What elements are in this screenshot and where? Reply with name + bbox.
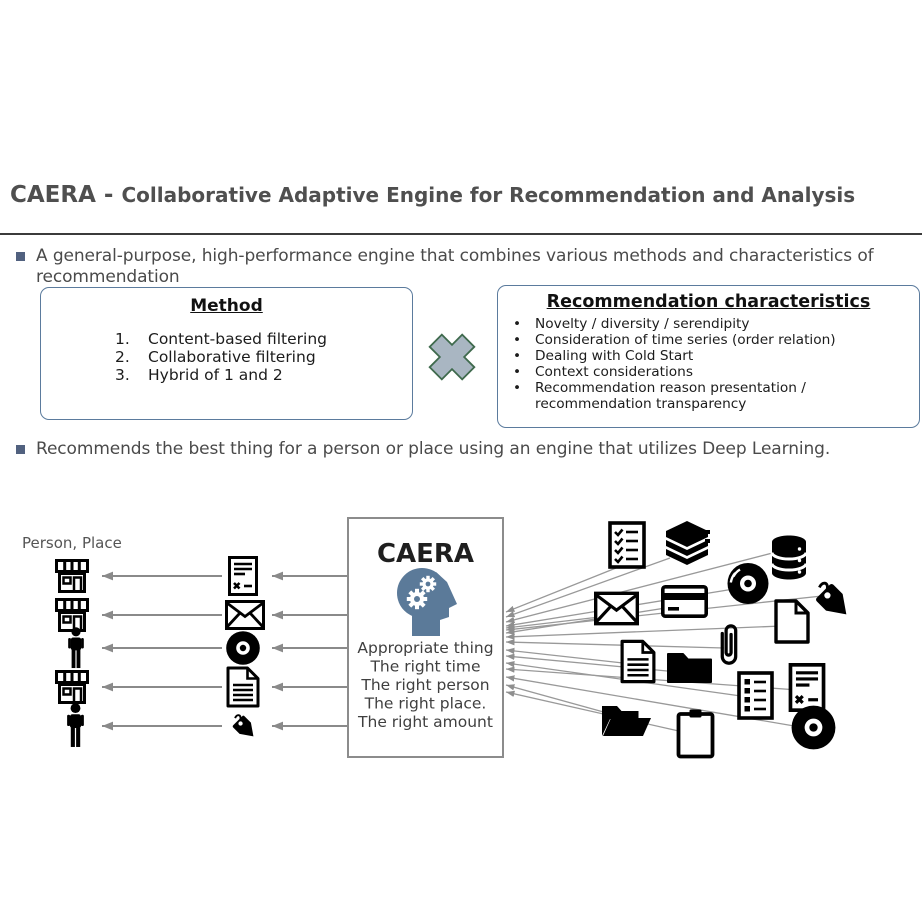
person-place-label: Person, Place (22, 534, 122, 552)
item-number: 1. (115, 330, 130, 348)
characteristics-box-title: Recommendation characteristics (546, 292, 871, 312)
multiply-icon (417, 322, 487, 396)
mail-icon (594, 591, 639, 626)
bullet-item-1: A general-purpose, high-performance engi… (16, 246, 902, 288)
checklist-icon (608, 521, 646, 569)
person-icon (68, 627, 84, 669)
characteristic-item: Context considerations (498, 364, 919, 381)
clipboard-icon (676, 708, 715, 759)
output-arrows (102, 571, 347, 731)
invoice-icon (788, 663, 826, 712)
report-icon (228, 556, 258, 596)
database-icon (770, 533, 808, 582)
folder-icon (667, 653, 712, 683)
cd-icon (791, 705, 836, 750)
engine-title: CAERA (377, 539, 474, 569)
bullet-item-2: Recommends the best thing for a person o… (16, 439, 902, 460)
item-number: 2. (115, 347, 130, 366)
page-title: CAERA - Collaborative Adaptive Engine fo… (10, 182, 855, 208)
item-label: Collaborative filtering (148, 347, 316, 366)
item-label: Hybrid of 1 and 2 (148, 365, 283, 384)
bullet-text: Recommends the best thing for a person o… (36, 439, 831, 459)
characteristics-list: Novelty / diversity / serendipity Consid… (498, 316, 919, 413)
bullet-text: A general-purpose, high-performance engi… (36, 246, 874, 287)
engine-description: Appropriate thing The right time The rig… (357, 639, 494, 731)
characteristic-item: Novelty / diversity / serendipity (498, 316, 919, 333)
engine-line: The right time (369, 658, 480, 676)
method-box: Method 1. Content-based filtering 2. Colla… (40, 287, 413, 420)
title-subtitle: Collaborative Adaptive Engine for Recomm… (121, 183, 856, 207)
books-icon (666, 521, 710, 565)
document-icon (226, 666, 260, 708)
price-tag-icon (813, 581, 856, 624)
person-icon (67, 703, 84, 747)
item-number: 3. (115, 365, 130, 384)
store-icon (55, 559, 89, 593)
document-icon (620, 639, 656, 684)
recommendation-flow-diagram: Person, Place CAERA (22, 517, 856, 759)
title-divider (0, 233, 922, 235)
open-folder-icon (602, 706, 651, 736)
store-icon (55, 598, 89, 632)
mail-icon (225, 600, 265, 630)
item-label: Content-based filtering (148, 330, 327, 348)
cd-icon (226, 631, 260, 665)
method-list: 1. Content-based filtering 2. Collaborativ… (115, 330, 412, 385)
vinyl-record-icon (726, 561, 770, 606)
credit-card-icon (661, 585, 708, 618)
tag-icon (231, 714, 260, 743)
method-item: 2. Collaborative filtering (115, 347, 412, 367)
characteristic-item: Consideration of time series (order rela… (498, 332, 919, 349)
method-box-title: Method (190, 296, 263, 316)
title-acronym: CAERA - (10, 182, 122, 208)
square-bullet-icon (16, 445, 25, 454)
characteristic-item: Recommendation reason presentation / rec… (498, 380, 919, 413)
engine-line: Appropriate thing (357, 639, 493, 657)
characteristic-item: Dealing with Cold Start (498, 348, 919, 365)
engine-line: The right amount (357, 713, 493, 731)
engine-line: The right place. (364, 695, 487, 713)
blank-document-icon (774, 599, 810, 644)
method-item: 1. Content-based filtering (115, 330, 412, 349)
engine-box: CAERA (347, 517, 504, 758)
engine-line: The right person (360, 676, 489, 694)
list-icon (737, 671, 774, 720)
characteristics-box: Recommendation characteristics Novelty /… (497, 285, 920, 428)
method-item: 3. Hybrid of 1 and 2 (115, 365, 412, 385)
thinking-head-icon (397, 568, 457, 636)
square-bullet-icon (16, 252, 25, 261)
paperclip-icon (720, 624, 738, 665)
store-icon (55, 670, 89, 704)
